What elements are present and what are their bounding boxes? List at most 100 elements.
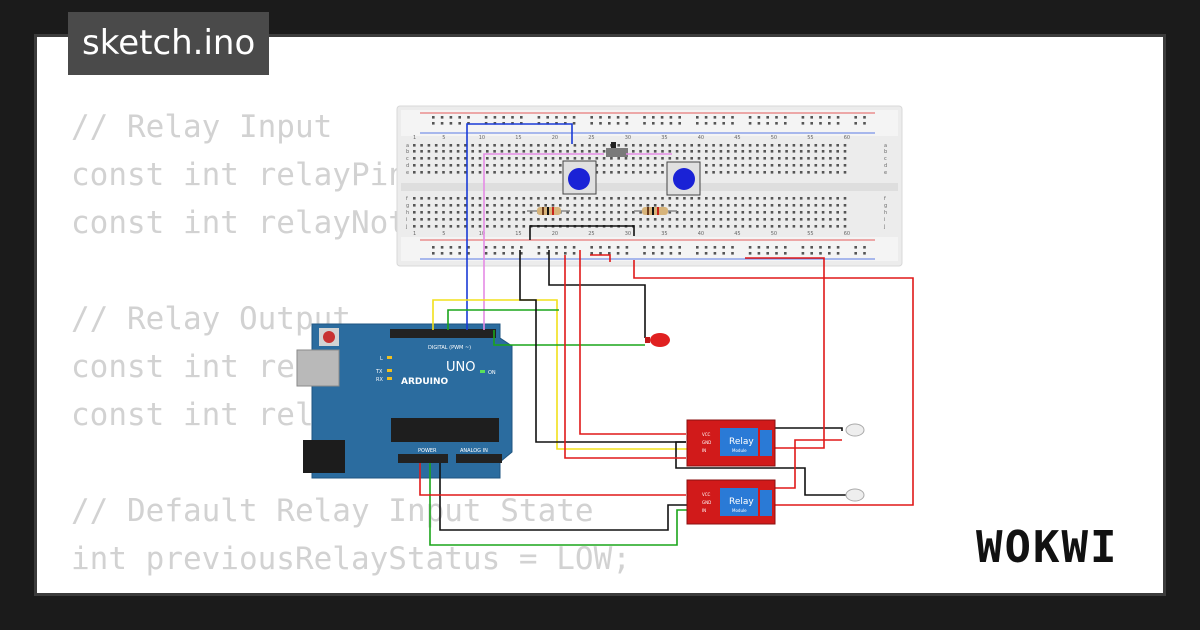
breadboard-hole[interactable] bbox=[478, 225, 482, 228]
rail-hole[interactable] bbox=[599, 252, 602, 255]
breadboard-hole[interactable] bbox=[624, 204, 628, 207]
relay-module-1[interactable]: Relay Module VCC GND IN bbox=[686, 419, 776, 467]
breadboard-hole[interactable] bbox=[464, 150, 467, 153]
rail-hole[interactable] bbox=[766, 122, 769, 125]
breadboard-hole[interactable] bbox=[785, 164, 788, 167]
rail-hole[interactable] bbox=[704, 252, 708, 255]
breadboard-hole[interactable] bbox=[595, 144, 599, 147]
breadboard-hole[interactable] bbox=[770, 197, 774, 200]
rail-hole[interactable] bbox=[440, 116, 444, 119]
breadboard-hole[interactable] bbox=[493, 171, 496, 174]
breadboard-hole[interactable] bbox=[522, 197, 526, 200]
breadboard-hole[interactable] bbox=[515, 225, 518, 228]
breadboard-hole[interactable] bbox=[456, 157, 460, 160]
rail-hole[interactable] bbox=[458, 252, 461, 255]
breadboard-hole[interactable] bbox=[471, 164, 474, 167]
rail-hole[interactable] bbox=[458, 116, 461, 119]
breadboard-hole[interactable] bbox=[785, 211, 788, 214]
rail-hole[interactable] bbox=[537, 252, 541, 255]
rail-hole[interactable] bbox=[616, 252, 620, 255]
breadboard-hole[interactable] bbox=[442, 218, 445, 221]
breadboard-hole[interactable] bbox=[778, 150, 781, 153]
breadboard-hole[interactable] bbox=[493, 197, 496, 200]
relay-module-2[interactable]: Relay Module VCC GND IN bbox=[686, 479, 776, 525]
rail-hole[interactable] bbox=[643, 246, 646, 249]
breadboard-hole[interactable] bbox=[741, 171, 745, 174]
rail-hole[interactable] bbox=[704, 116, 708, 119]
breadboard-hole[interactable] bbox=[741, 197, 745, 200]
breadboard-hole[interactable] bbox=[763, 150, 766, 153]
breadboard-hole[interactable] bbox=[690, 204, 693, 207]
breadboard-hole[interactable] bbox=[814, 197, 818, 200]
rail-hole[interactable] bbox=[608, 246, 611, 249]
breadboard-hole[interactable] bbox=[464, 204, 467, 207]
breadboard-hole[interactable] bbox=[602, 144, 606, 147]
breadboard-hole[interactable] bbox=[661, 204, 664, 207]
rail-hole[interactable] bbox=[854, 122, 857, 125]
breadboard-hole[interactable] bbox=[792, 204, 796, 207]
breadboard-hole[interactable] bbox=[471, 225, 474, 228]
breadboard-hole[interactable] bbox=[522, 150, 526, 153]
breadboard-hole[interactable] bbox=[493, 157, 496, 160]
breadboard-hole[interactable] bbox=[595, 218, 599, 221]
breadboard-hole[interactable] bbox=[836, 211, 839, 214]
breadboard-hole[interactable] bbox=[726, 197, 730, 200]
rail-hole[interactable] bbox=[511, 246, 514, 249]
breadboard-hole[interactable] bbox=[741, 164, 745, 167]
breadboard-hole[interactable] bbox=[595, 211, 599, 214]
breadboard-hole[interactable] bbox=[675, 225, 679, 228]
breadboard-hole[interactable] bbox=[471, 171, 474, 174]
breadboard-hole[interactable] bbox=[792, 211, 796, 214]
breadboard-hole[interactable] bbox=[632, 211, 635, 214]
breadboard-hole[interactable] bbox=[748, 211, 752, 214]
breadboard-hole[interactable] bbox=[464, 171, 467, 174]
breadboard-hole[interactable] bbox=[734, 150, 737, 153]
breadboard-hole[interactable] bbox=[522, 157, 526, 160]
breadboard-hole[interactable] bbox=[799, 204, 803, 207]
pushbutton-2[interactable] bbox=[666, 161, 701, 196]
rail-hole[interactable] bbox=[766, 252, 769, 255]
rail-hole[interactable] bbox=[625, 252, 629, 255]
rail-hole[interactable] bbox=[784, 246, 787, 249]
breadboard-hole[interactable] bbox=[515, 157, 518, 160]
rail-hole[interactable] bbox=[836, 116, 840, 119]
breadboard-hole[interactable] bbox=[486, 218, 489, 221]
rail-hole[interactable] bbox=[555, 116, 558, 119]
breadboard-hole[interactable] bbox=[573, 197, 577, 200]
breadboard-hole[interactable] bbox=[778, 171, 781, 174]
breadboard-hole[interactable] bbox=[705, 144, 708, 147]
breadboard-hole[interactable] bbox=[821, 150, 825, 153]
rail-hole[interactable] bbox=[608, 116, 611, 119]
rail-hole[interactable] bbox=[669, 116, 673, 119]
rail-hole[interactable] bbox=[652, 116, 655, 119]
breadboard-hole[interactable] bbox=[632, 204, 635, 207]
rail-hole[interactable] bbox=[502, 246, 505, 249]
breadboard-hole[interactable] bbox=[821, 211, 825, 214]
breadboard-hole[interactable] bbox=[763, 211, 766, 214]
breadboard-hole[interactable] bbox=[690, 218, 693, 221]
breadboard-hole[interactable] bbox=[639, 150, 642, 153]
breadboard-hole[interactable] bbox=[442, 204, 445, 207]
breadboard-hole[interactable] bbox=[697, 211, 701, 214]
rail-hole[interactable] bbox=[502, 116, 505, 119]
rail-hole[interactable] bbox=[625, 122, 629, 125]
rail-hole[interactable] bbox=[590, 122, 593, 125]
breadboard-hole[interactable] bbox=[661, 171, 664, 174]
breadboard-hole[interactable] bbox=[843, 225, 847, 228]
breadboard-hole[interactable] bbox=[756, 157, 759, 160]
breadboard-hole[interactable] bbox=[456, 225, 460, 228]
breadboard-hole[interactable] bbox=[478, 157, 482, 160]
breadboard-hole[interactable] bbox=[529, 218, 533, 221]
rail-hole[interactable] bbox=[467, 246, 470, 249]
breadboard-hole[interactable] bbox=[624, 144, 628, 147]
breadboard-hole[interactable] bbox=[573, 211, 577, 214]
breadboard-hole[interactable] bbox=[719, 150, 723, 153]
breadboard-hole[interactable] bbox=[661, 197, 664, 200]
breadboard-hole[interactable] bbox=[471, 144, 474, 147]
breadboard-hole[interactable] bbox=[836, 197, 839, 200]
rail-hole[interactable] bbox=[722, 252, 725, 255]
breadboard-hole[interactable] bbox=[610, 197, 613, 200]
breadboard-hole[interactable] bbox=[522, 204, 526, 207]
breadboard-hole[interactable] bbox=[821, 157, 825, 160]
breadboard-hole[interactable] bbox=[500, 197, 504, 200]
